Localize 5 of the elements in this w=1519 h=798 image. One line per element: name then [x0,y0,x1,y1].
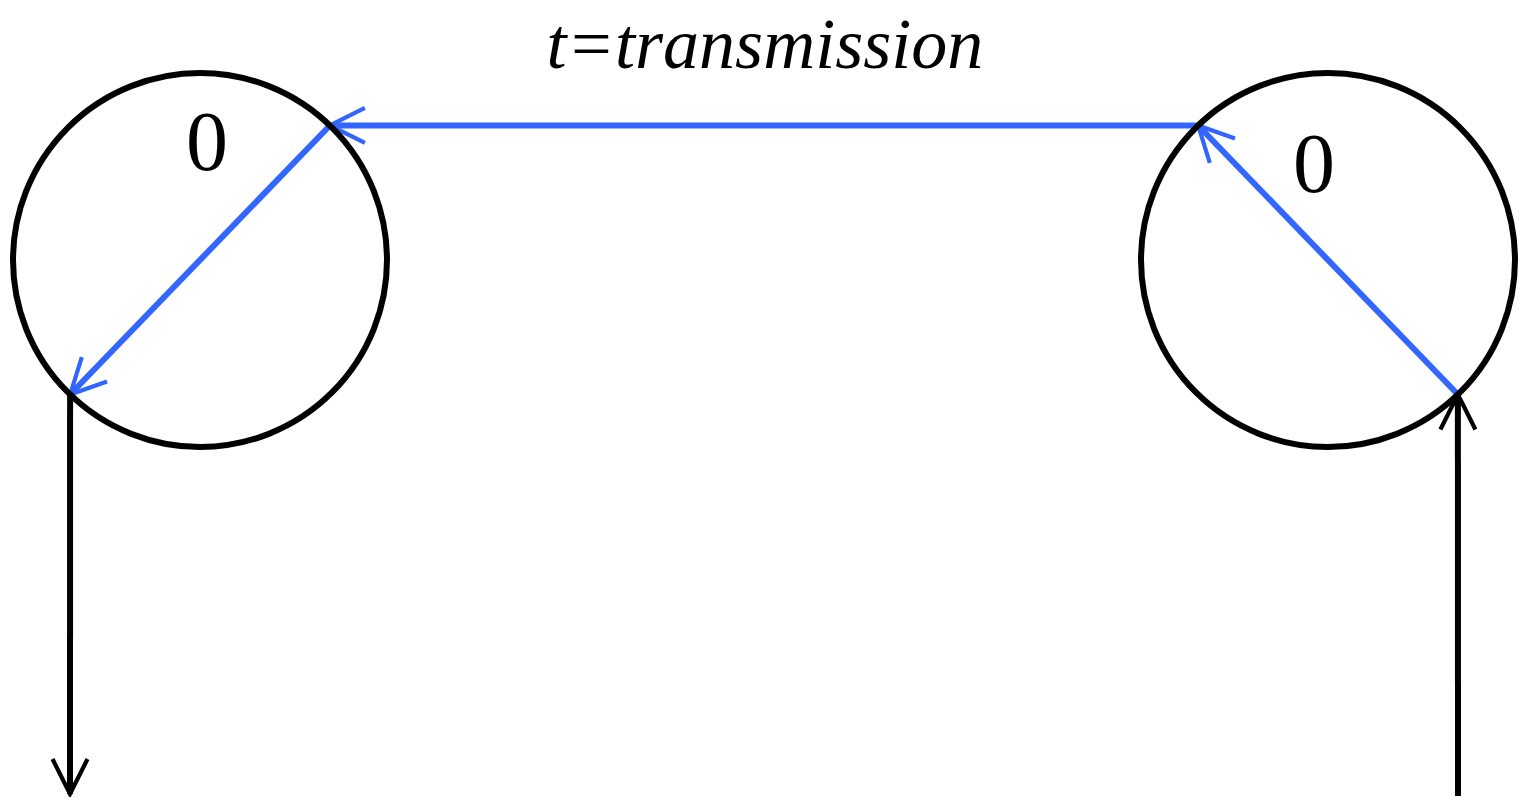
state-label: 0 [1293,122,1335,206]
state-circle [10,70,390,450]
state-label: 0 [186,100,228,184]
state-circle [1138,70,1518,450]
arrow [50,394,90,797]
